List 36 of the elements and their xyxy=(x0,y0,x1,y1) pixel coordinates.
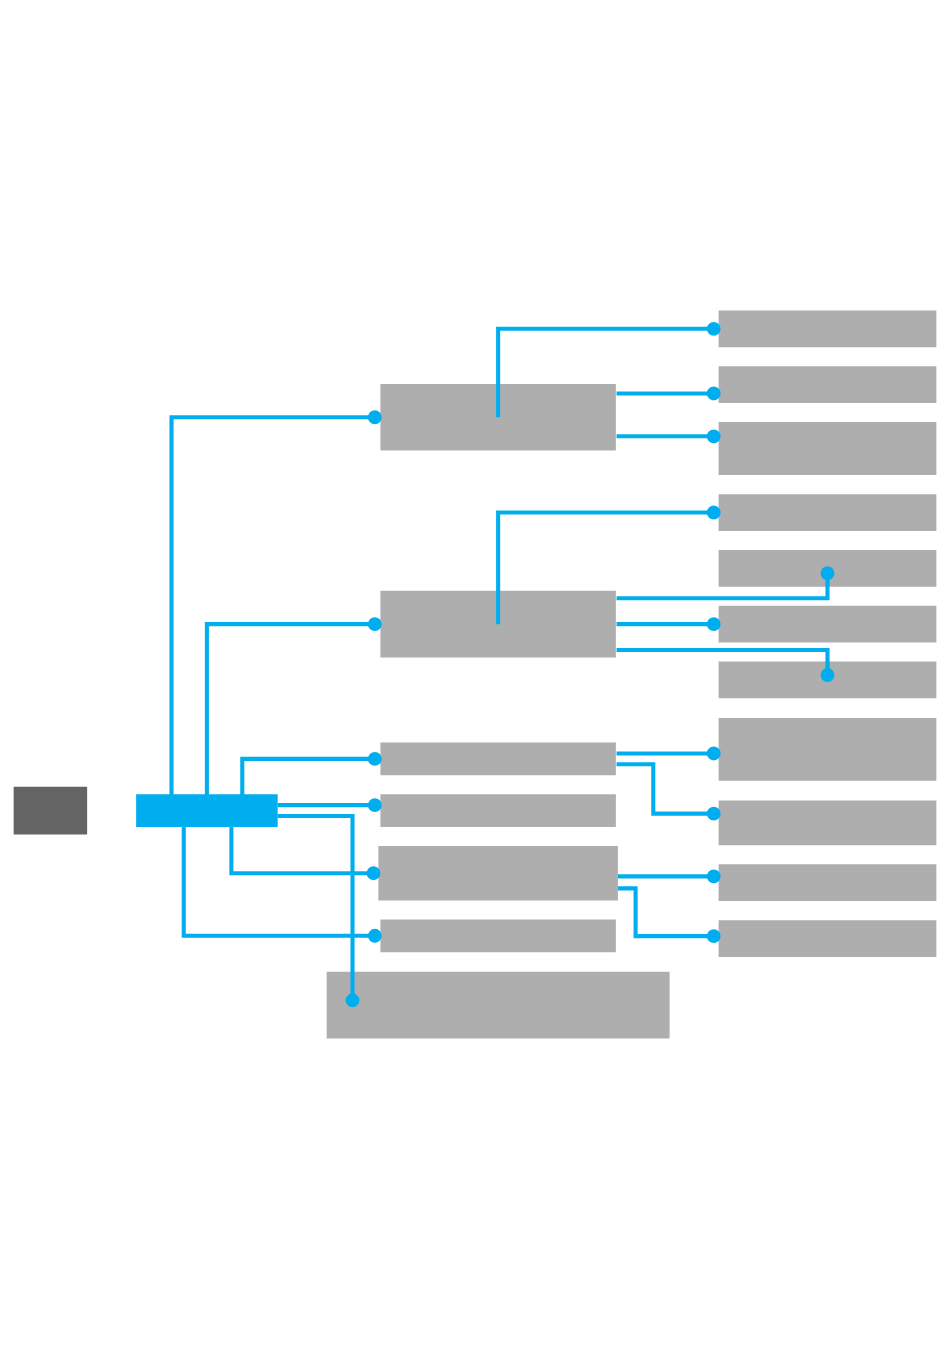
connector xyxy=(616,616,721,631)
connector xyxy=(616,761,721,821)
node-box xyxy=(718,605,937,642)
connector xyxy=(617,868,721,883)
node-box xyxy=(378,845,618,900)
node-box xyxy=(380,590,616,657)
connector xyxy=(240,751,382,811)
connector xyxy=(616,647,835,682)
node-box xyxy=(380,918,616,952)
node-box xyxy=(718,421,937,475)
node-box xyxy=(718,863,937,901)
connector xyxy=(277,797,382,812)
connector xyxy=(169,409,382,811)
connector xyxy=(616,386,721,400)
connector xyxy=(616,565,835,600)
node-box xyxy=(136,793,278,827)
node-box xyxy=(718,309,937,347)
connector xyxy=(496,321,721,417)
connector xyxy=(617,885,721,943)
node-box xyxy=(380,383,616,451)
connector xyxy=(496,505,721,624)
node-box xyxy=(718,493,937,531)
node-box xyxy=(718,365,937,403)
node-box xyxy=(380,793,616,827)
node-box xyxy=(718,549,937,587)
node-box xyxy=(718,717,937,781)
node-box xyxy=(718,919,937,957)
connector xyxy=(616,428,721,443)
node-box xyxy=(326,971,670,1039)
connector xyxy=(204,616,382,811)
connector xyxy=(616,746,721,760)
node-box xyxy=(718,799,937,845)
node-box xyxy=(380,742,616,775)
node-box xyxy=(13,786,88,834)
node-box xyxy=(718,661,937,698)
connector xyxy=(277,813,360,1007)
